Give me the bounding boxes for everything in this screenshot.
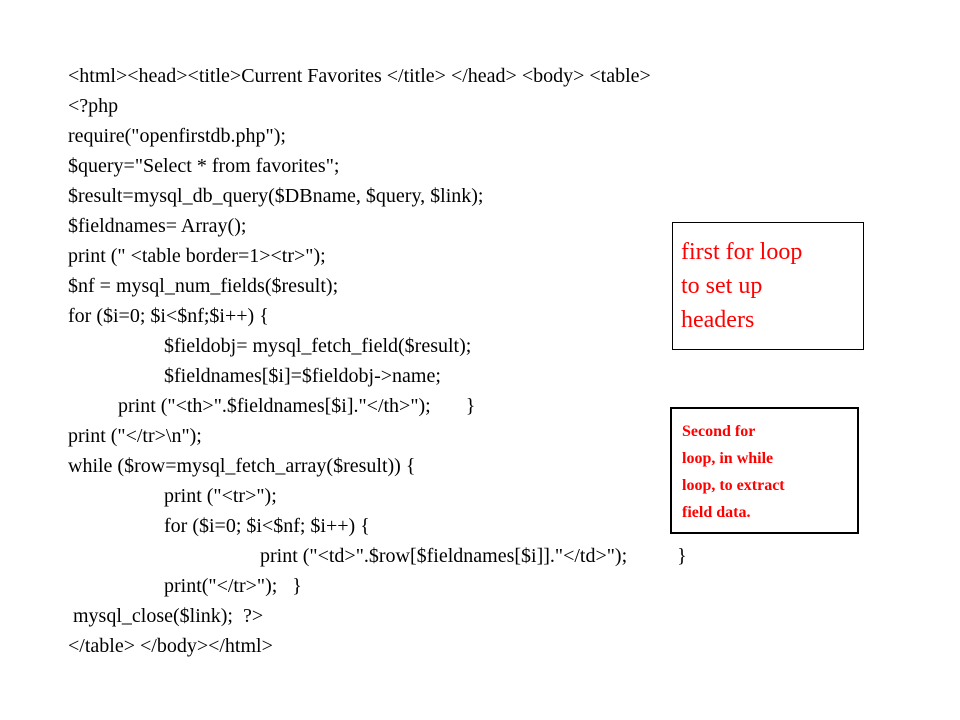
callout-second-line-4: field data. [682,504,751,521]
callout-first-line-3: headers [681,307,755,333]
callout-first-line-1: first for loop [681,239,803,265]
callout-first-line-2: to set up [681,273,763,299]
code-line-query: $query="Select * from favorites"; [68,155,340,177]
callout-second-for-loop: Second for loop, in while loop, to extra… [670,407,859,534]
code-line-print-table: print (" <table border=1><tr>"); [68,245,326,267]
code-line-assign-name: $fieldnames[$i]=$fieldobj->name; [164,365,441,387]
code-line-print-close-tr: print ("</tr>\n"); [68,425,202,447]
code-line-for-data: for ($i=0; $i<$nf; $i++) { [164,515,370,537]
code-line-print-td: print ("<td>".$row[$fieldnames[$i]]."</t… [260,545,687,567]
code-line-fetch-field: $fieldobj= mysql_fetch_field($result); [164,335,472,357]
code-line-result: $result=mysql_db_query($DBname, $query, … [68,185,484,207]
code-line-fieldnames: $fieldnames= Array(); [68,215,247,237]
code-line-for-header: for ($i=0; $i<$nf;$i++) { [68,305,269,327]
code-line-num-fields: $nf = mysql_num_fields($result); [68,275,339,297]
code-line-close-link: mysql_close($link); ?> [68,605,264,627]
code-line-while: while ($row=mysql_fetch_array($result)) … [68,455,416,477]
callout-second-line-3: loop, to extract [682,477,785,494]
callout-second-line-2: loop, in while [682,450,774,467]
code-line-print-close-row: print("</tr>"); } [164,575,302,597]
code-line-print-tr: print ("<tr>"); [164,485,277,507]
code-line-print-th: print ("<th>".$fieldnames[$i]."</th>"); … [118,395,476,417]
callout-first-for-loop: first for loop to set up headers [672,222,864,350]
code-line-require: require("openfirstdb.php"); [68,125,286,147]
code-line-html-head: <html><head><title>Current Favorites </t… [68,65,651,87]
code-line-html-close: </table> </body></html> [68,635,273,657]
callout-second-line-1: Second for [682,423,756,440]
code-line-php-open: <?php [68,95,119,117]
